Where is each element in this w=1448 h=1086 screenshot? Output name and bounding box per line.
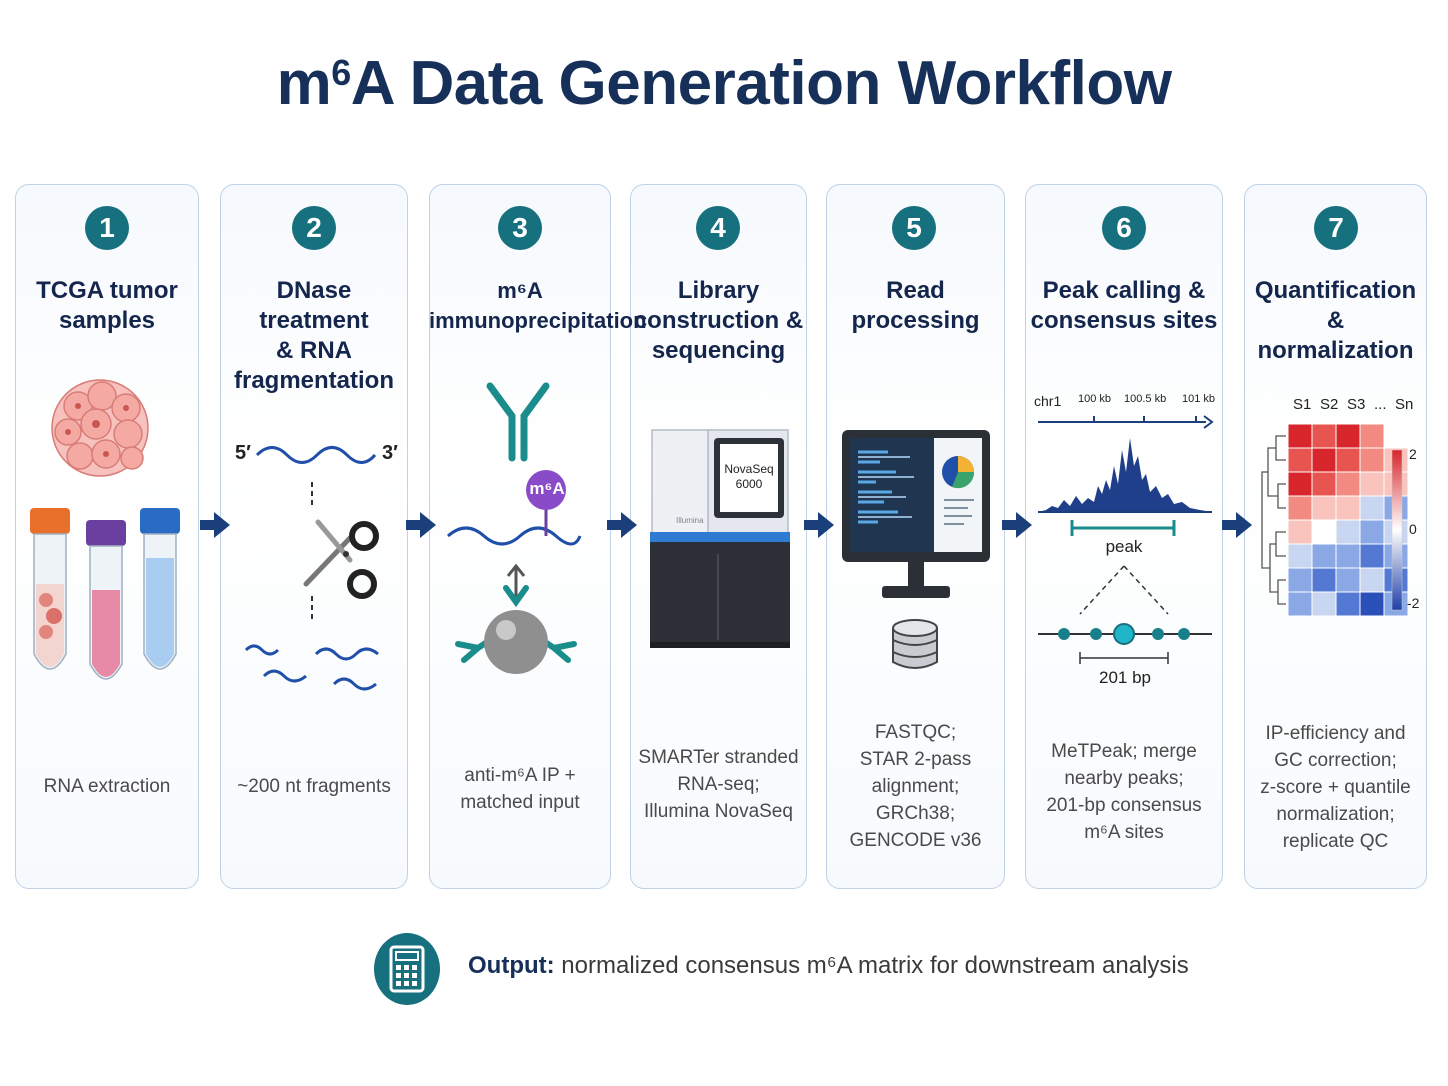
heatmap-cell — [1287, 447, 1313, 473]
arrow-right-icon — [804, 512, 834, 538]
heatmap-col-label: Sn — [1395, 396, 1414, 413]
step-title: Peak calling &consensus sites — [1030, 277, 1218, 334]
heatmap-cell — [1311, 543, 1337, 569]
colorbar-min-label: -2 — [1407, 595, 1420, 611]
rna-five-prime-label: 5′ — [235, 442, 251, 464]
heatmap-cell — [1335, 519, 1361, 545]
heatmap-cell — [1359, 591, 1385, 617]
output-summary: Output: normalized consensus m⁶A matrix … — [468, 952, 1189, 979]
heatmap-cell — [1335, 423, 1361, 449]
heatmap-cell — [1311, 495, 1337, 521]
bead-antibody-icon — [455, 564, 577, 674]
database-icon — [892, 619, 938, 669]
step-card-6 — [1025, 184, 1223, 889]
arrow-right-icon — [1222, 512, 1252, 538]
heatmap-icon — [1261, 423, 1409, 617]
arrow-right-icon — [607, 512, 637, 538]
heatmap-cell — [1359, 519, 1385, 545]
step-number-badge: 6 — [1102, 206, 1146, 250]
heatmap-cell — [1287, 423, 1313, 449]
step-number-badge: 4 — [696, 206, 740, 250]
width-label: 201 bp — [1099, 668, 1151, 687]
m6a-label: m⁶A — [529, 479, 565, 498]
genome-axis-icon — [1038, 415, 1214, 429]
computer-monitor-icon — [842, 430, 990, 598]
heatmap-cell — [1335, 471, 1361, 497]
step-description: RNA extraction — [43, 776, 171, 797]
m6a-rna-icon — [447, 470, 582, 546]
step-description: anti-m⁶A IP +matched input — [460, 765, 580, 813]
heatmap-cell — [1335, 495, 1361, 521]
rna-three-prime-label: 3′ — [382, 442, 398, 464]
step-description: ~200 nt fragments — [237, 776, 391, 797]
heatmap-cell — [1311, 567, 1337, 593]
sample-tubes-icon — [30, 508, 180, 680]
heatmap-cell — [1383, 423, 1409, 449]
step-number-badge: 3 — [498, 206, 542, 250]
arrow-right-icon — [200, 512, 230, 538]
heatmap-col-label: S3 — [1347, 396, 1366, 413]
heatmap-col-label: S2 — [1320, 396, 1339, 413]
heatmap-cell — [1359, 567, 1385, 593]
heatmap-cell — [1287, 543, 1313, 569]
heatmap-cell — [1359, 471, 1385, 497]
heatmap-cell — [1311, 519, 1337, 545]
tumor-tissue-icon — [51, 379, 149, 477]
rna-strand-icon — [255, 446, 377, 464]
genome-tick-label: 101 kb — [1182, 393, 1216, 405]
consensus-sites-icon — [1038, 565, 1212, 664]
genome-tick-label: 100 kb — [1078, 393, 1112, 405]
rna-fragments-icon — [244, 644, 379, 691]
heatmap-cell — [1311, 591, 1337, 617]
page-title: m6A Data Generation Workflow — [276, 49, 1172, 118]
antibody-icon — [486, 382, 550, 462]
sequencer-brand-label: Illumina — [676, 516, 704, 525]
heatmap-cell — [1287, 519, 1313, 545]
peak-label: peak — [1105, 537, 1143, 556]
heatmap-cell — [1359, 495, 1385, 521]
colorbar-max-label: 2 — [1409, 446, 1417, 462]
step-number-badge: 2 — [292, 206, 336, 250]
heatmap-col-label: ... — [1374, 396, 1387, 413]
genome-tick-label: 100.5 kb — [1124, 393, 1167, 405]
heatmap-cell — [1335, 591, 1361, 617]
heatmap-cell — [1335, 543, 1361, 569]
arrow-right-icon — [1002, 512, 1032, 538]
heatmap-cell — [1359, 447, 1385, 473]
heatmap-cell — [1311, 423, 1337, 449]
heatmap-cell — [1287, 471, 1313, 497]
heatmap-cell — [1311, 447, 1337, 473]
step-number-badge: 5 — [892, 206, 936, 250]
calculator-icon — [374, 933, 440, 1005]
step-number-badge: 1 — [85, 206, 129, 250]
heatmap-cell — [1359, 423, 1385, 449]
heatmap-cell — [1287, 495, 1313, 521]
peak-signal-icon — [1038, 438, 1212, 536]
heatmap-cell — [1311, 471, 1337, 497]
arrow-right-icon — [406, 512, 436, 538]
heatmap-col-label: S1 — [1293, 396, 1312, 413]
chrom-label: chr1 — [1034, 393, 1062, 409]
colorbar-mid-label: 0 — [1409, 521, 1417, 537]
heatmap-cell — [1287, 591, 1313, 617]
heatmap-cell — [1335, 447, 1361, 473]
heatmap-cell — [1359, 543, 1385, 569]
scissors-icon — [303, 482, 379, 620]
sequencer-icon — [650, 429, 790, 648]
step-title: Quantification &normalization — [1254, 277, 1417, 364]
heatmap-cell — [1287, 567, 1313, 593]
heatmap-cell — [1335, 567, 1361, 593]
step-number-badge: 7 — [1314, 206, 1358, 250]
